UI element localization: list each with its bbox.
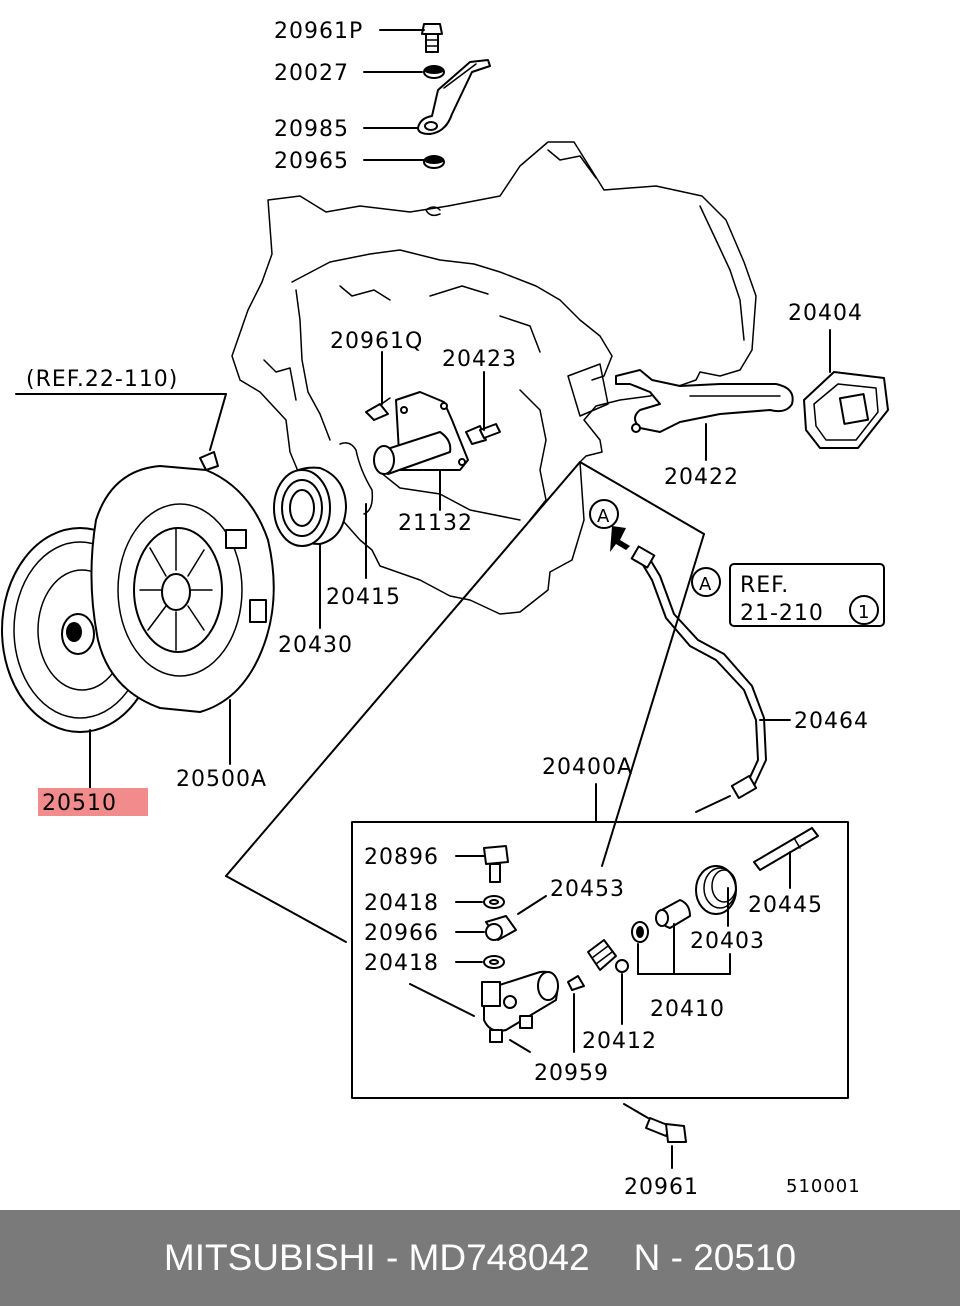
nut-20965 [423, 155, 445, 169]
washer-20418-a [483, 895, 505, 909]
bolt-20961Q [365, 397, 391, 421]
bracket-20985 [417, 59, 491, 135]
bolt-20896 [483, 845, 509, 883]
bleeder-20959 [567, 975, 585, 991]
label-20445: 20445 [748, 893, 823, 918]
washer-20418-b [483, 955, 505, 969]
n-value: 20510 [693, 1237, 797, 1278]
release-bearing-20430 [273, 466, 347, 547]
diagram-code: 510001 [786, 1176, 861, 1197]
label-20961Q: 20961Q [330, 329, 423, 354]
label-20430: 20430 [278, 633, 353, 658]
input-shaft-cover-21132 [373, 391, 469, 475]
leader-lines [15, 329, 831, 1169]
label-20410: 20410 [650, 997, 725, 1022]
bolt-20961 [645, 1117, 687, 1143]
label-20418-a: 20418 [364, 891, 439, 916]
circle-a-icon-ref [691, 567, 721, 597]
label-21132: 21132 [398, 511, 473, 536]
ref-number-circle [849, 595, 879, 625]
bolt-20423 [465, 423, 501, 445]
label-20965: 20965 [274, 149, 349, 174]
part-number: MD748042 [408, 1237, 590, 1278]
parts-diagram: 20961P 20027 20985 20965 20404 (REF.22-1… [1, 19, 889, 1200]
boot-20404 [803, 371, 889, 449]
label-20500A: 20500A [176, 767, 267, 792]
label-20959: 20959 [534, 1061, 609, 1086]
ref-box-21-210 [729, 563, 885, 627]
circle-a-label: A [597, 506, 610, 527]
label-20961: 20961 [624, 1175, 699, 1200]
release-fork-20422 [615, 369, 794, 433]
bolt-20961P [421, 23, 443, 53]
part-info-bar: MITSUBISHI - MD748042 N - 20510 [0, 1210, 960, 1306]
circle-a-icon [589, 499, 619, 529]
label-20415: 20415 [326, 585, 401, 610]
brand-name: MITSUBISHI [163, 1237, 376, 1278]
ref-box-line2: 21-210 [740, 601, 824, 626]
union-20966 [485, 915, 517, 941]
spring-20403 [695, 865, 737, 915]
n-label: N [633, 1237, 661, 1278]
label-20510: 20510 [42, 791, 117, 816]
label-20966: 20966 [364, 921, 439, 946]
label-20896: 20896 [364, 845, 439, 870]
label-20961P: 20961P [274, 19, 363, 44]
separator-2: - [670, 1237, 683, 1278]
label-20464: 20464 [794, 709, 869, 734]
label-20404: 20404 [788, 301, 863, 326]
pressure-plate-20500A [90, 465, 275, 713]
seal-20410 [631, 921, 649, 943]
highlight-20510 [38, 788, 148, 816]
cap-20412 [615, 959, 629, 973]
fitting-ref-22-110 [199, 451, 219, 471]
label-20453: 20453 [550, 877, 625, 902]
transmission-case [231, 141, 757, 615]
circle-a-ref-label: A [699, 574, 712, 595]
piston-20410 [655, 899, 691, 929]
washer-20027 [423, 65, 445, 79]
label-20422: 20422 [664, 465, 739, 490]
label-20423: 20423 [442, 347, 517, 372]
boot-20453 [587, 939, 617, 971]
slave-cylinder-body [481, 970, 559, 1043]
label-20985: 20985 [274, 117, 349, 142]
label-20400A: 20400A [542, 755, 633, 780]
push-rod-20445 [753, 827, 819, 871]
ref-box-line1: REF. [740, 573, 789, 598]
arrow-icon [610, 526, 630, 552]
label-20412: 20412 [582, 1029, 657, 1054]
ref-box-number: 1 [858, 602, 870, 623]
label-20027: 20027 [274, 61, 349, 86]
label-ref-22-110: (REF.22-110) [26, 367, 178, 392]
label-20418-b: 20418 [364, 951, 439, 976]
clutch-hose-20464 [630, 545, 767, 800]
label-20403: 20403 [690, 929, 765, 954]
separator: - [385, 1237, 399, 1278]
kit-box-20400A [351, 821, 849, 1099]
